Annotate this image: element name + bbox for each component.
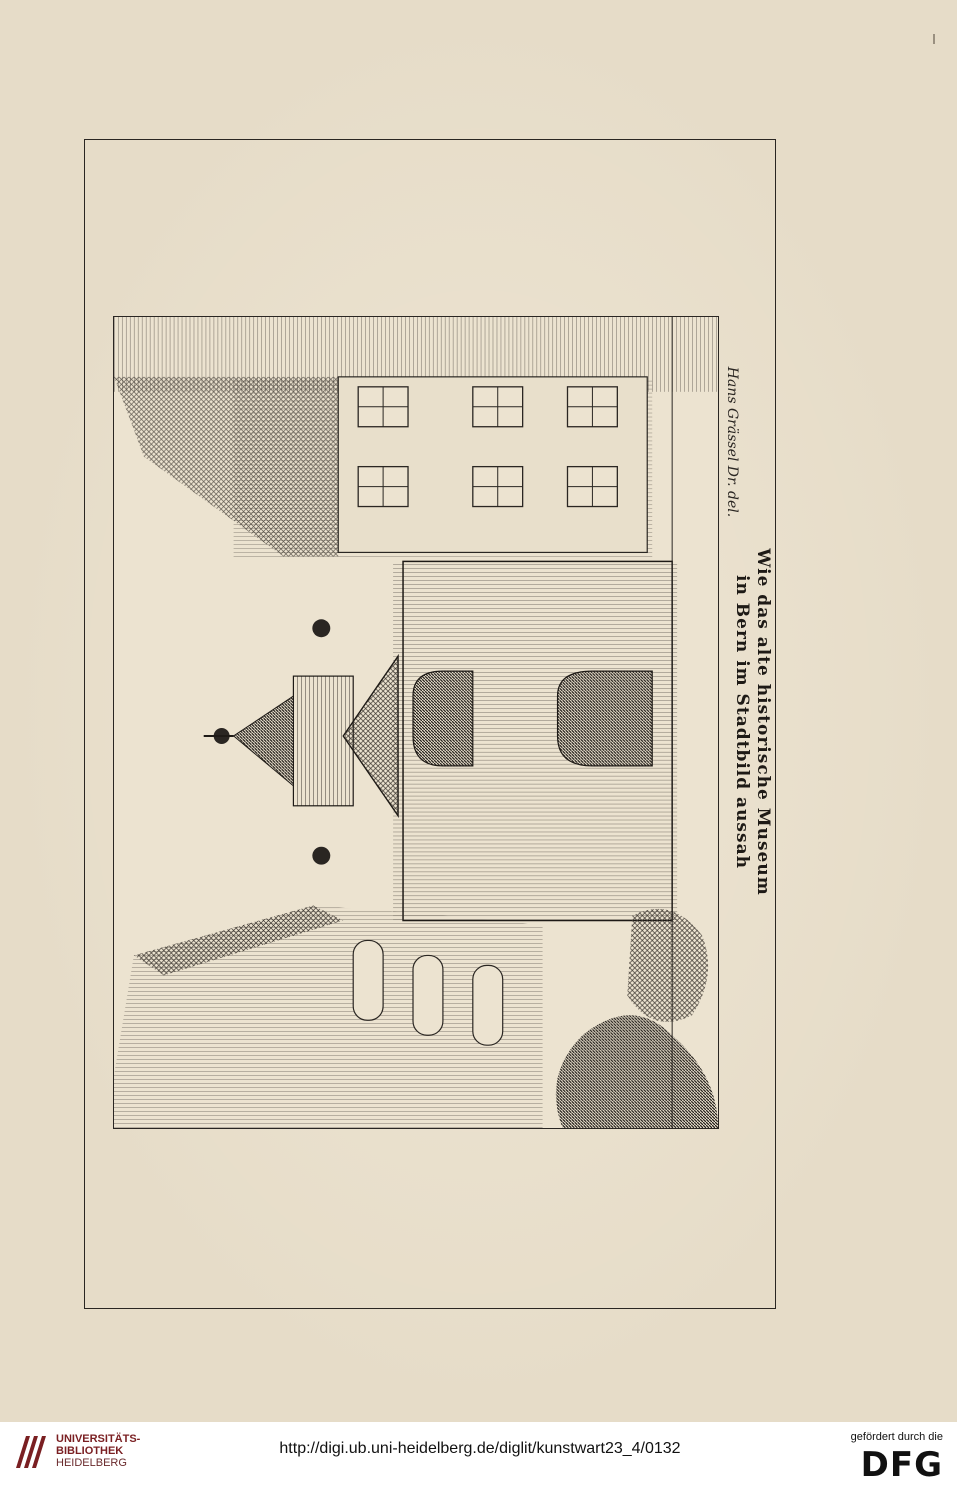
engraving-drawing <box>114 317 718 1128</box>
scanned-page: Hans Grässel Dr. del. Wie das alte histo… <box>0 0 957 1422</box>
library-city: HEIDELBERG <box>56 1457 127 1469</box>
page-frame <box>84 139 776 1309</box>
artist-signature-text: Hans Grässel Dr. del. <box>724 366 740 518</box>
university-library-logo <box>16 1436 46 1468</box>
permalink-url[interactable]: http://digi.ub.uni-heidelberg.de/diglit/… <box>279 1440 681 1457</box>
building-illustration <box>113 316 719 1129</box>
library-name: UNIVERSITÄTS- BIBLIOTHEK HEIDELBERG <box>56 1433 140 1469</box>
caption-line-1: Wie das alte historische Museum <box>753 548 773 896</box>
caption-line-2: in Bern im Stadtbild aussah <box>732 575 752 869</box>
dfg-logo: DFG <box>860 1445 943 1485</box>
library-name-line-2: BIBLIOTHEK <box>56 1445 124 1457</box>
library-name-line-1: UNIVERSITÄTS- <box>56 1433 141 1445</box>
viewer-footer <box>0 1422 957 1491</box>
page-mark <box>933 34 935 44</box>
funding-text: gefördert durch die <box>850 1431 943 1443</box>
